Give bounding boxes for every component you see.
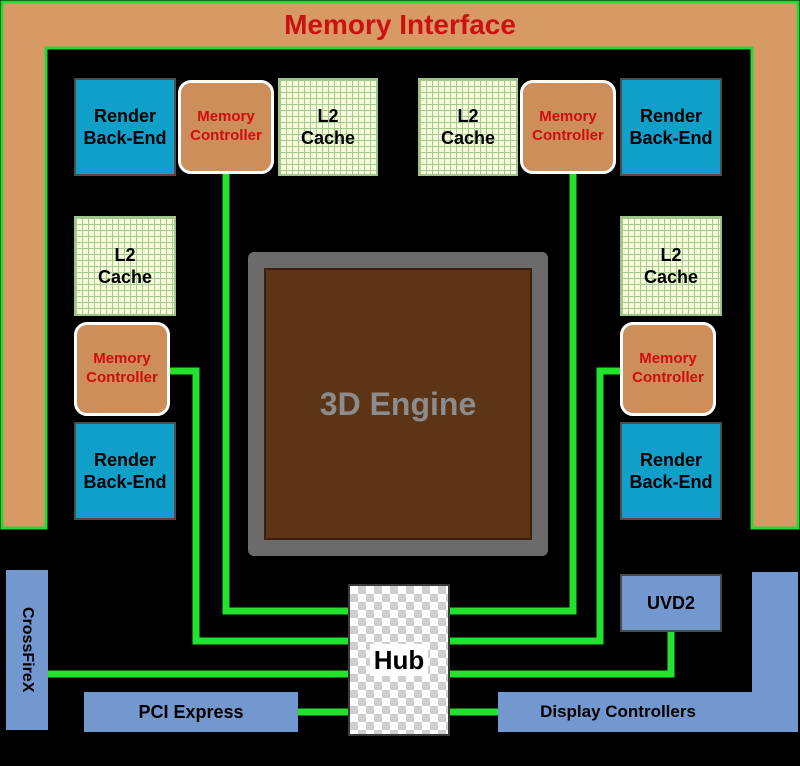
memory-interface-band [0, 0, 800, 530]
l2-cache-top-right: L2 Cache [418, 78, 518, 176]
l2-cache-label-2: Cache [97, 267, 153, 287]
l2-cache-top-left: L2 Cache [278, 78, 378, 176]
bus-wires [48, 172, 675, 716]
memory-controller-top-right: Memory Controller [520, 80, 616, 174]
render-backend-label-2: Back-End [83, 472, 167, 492]
render-backend-bottom-right: Render Back-End [620, 422, 722, 520]
render-backend-label-2: Back-End [629, 472, 713, 492]
l2-cache-mid-right: L2 Cache [620, 216, 722, 316]
uvd2-block: UVD2 [620, 574, 722, 632]
render-backend-label-1: Render [639, 449, 702, 470]
engine-label: 3D Engine [319, 386, 477, 422]
wire-mc-mid-left [170, 367, 350, 645]
hub-block: Hub [348, 584, 450, 736]
memory-controller-label-1: Memory [539, 108, 597, 126]
display-controllers-text: Display Controllers [540, 702, 696, 722]
hub-label: Hub [369, 643, 429, 677]
l2-cache-label-1: L2 [660, 244, 682, 265]
memory-controller-mid-left: Memory Controller [74, 322, 170, 416]
display-controllers-shape [498, 572, 798, 732]
memory-controller-top-left: Memory Controller [178, 80, 274, 174]
l2-cache-label-1: L2 [457, 105, 479, 126]
memory-interface-title: Memory Interface [284, 9, 516, 40]
uvd2-label: UVD2 [646, 592, 695, 613]
wire-mc-top-left [222, 172, 350, 615]
pci-express-label: PCI Express [138, 701, 244, 722]
render-backend-label-1: Render [93, 105, 156, 126]
memory-controller-label-1: Memory [93, 350, 151, 368]
memory-controller-label-1: Memory [639, 350, 697, 368]
wire-mc-top-right [450, 172, 577, 615]
memory-controller-label-1: Memory [197, 108, 255, 126]
memory-controller-mid-right: Memory Controller [620, 322, 716, 416]
render-backend-label-2: Back-End [83, 128, 167, 148]
crossfire-bar [6, 570, 48, 730]
engine-core: 3D Engine [264, 268, 532, 540]
wire-mc-mid-right [450, 367, 622, 645]
engine-frame: 3D Engine [248, 252, 548, 556]
pci-express-block: PCI Express [84, 692, 298, 732]
memory-controller-label-2: Controller [532, 127, 604, 144]
l2-cache-label-1: L2 [114, 244, 136, 265]
l2-cache-mid-left: L2 Cache [74, 216, 176, 316]
render-backend-bottom-left: Render Back-End [74, 422, 176, 520]
crossfire-text: CrossFireX [19, 607, 36, 693]
crossfire-label: CrossFireX [6, 570, 48, 730]
memory-controller-label-2: Controller [190, 127, 262, 144]
l2-cache-label-2: Cache [643, 267, 699, 287]
l2-cache-label-1: L2 [317, 105, 339, 126]
render-backend-top-left: Render Back-End [74, 78, 176, 176]
memory-controller-label-2: Controller [86, 369, 158, 386]
render-backend-top-right: Render Back-End [620, 78, 722, 176]
render-backend-label-2: Back-End [629, 128, 713, 148]
memory-controller-label-2: Controller [632, 369, 704, 386]
l2-cache-label-2: Cache [440, 128, 496, 148]
render-backend-label-1: Render [639, 105, 702, 126]
display-controllers-label: Display Controllers [498, 692, 798, 732]
render-backend-label-1: Render [93, 449, 156, 470]
l2-cache-label-2: Cache [300, 128, 356, 148]
wire-uvd [450, 630, 675, 678]
